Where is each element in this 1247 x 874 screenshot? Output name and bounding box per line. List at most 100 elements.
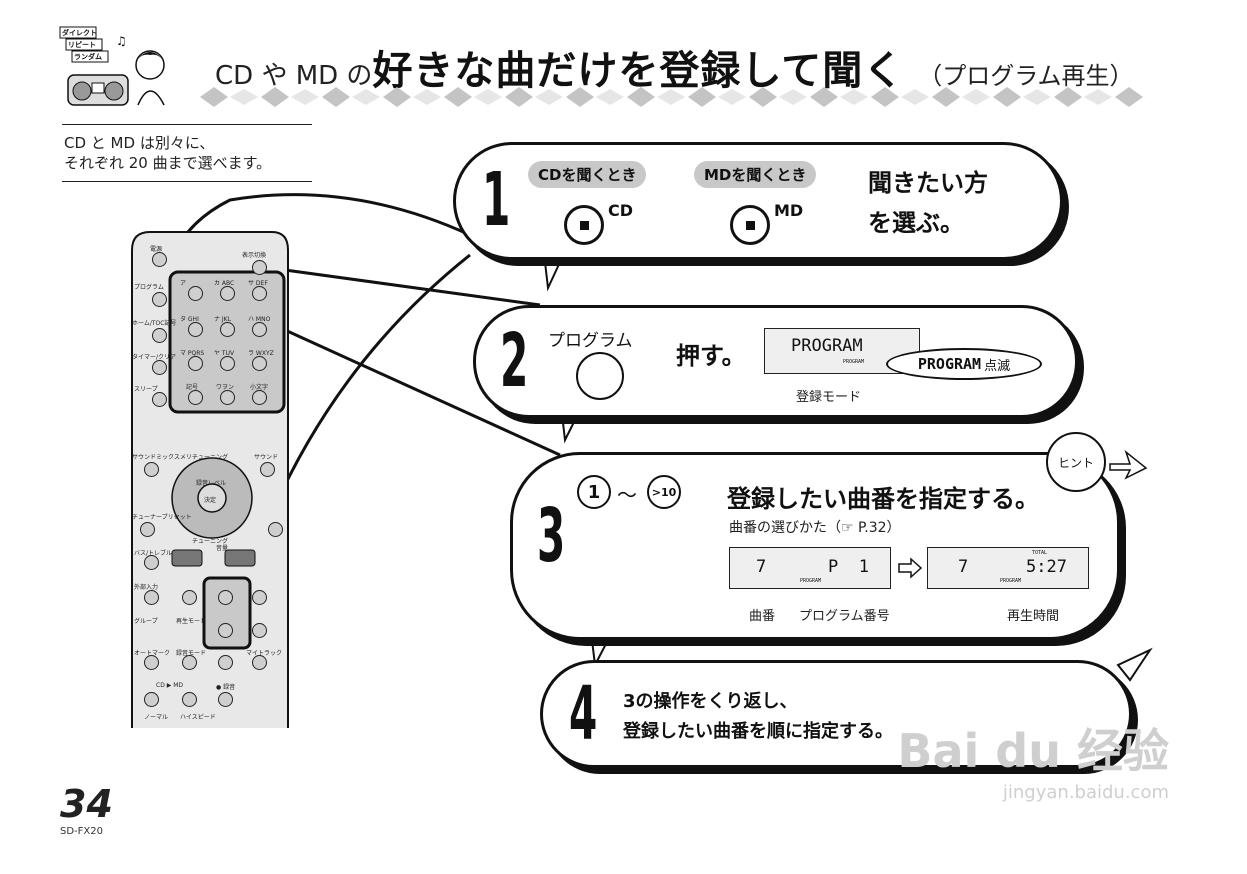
step-2-action: 押す。 (676, 342, 746, 370)
intro-rule-top (62, 124, 312, 125)
mascot-illustration: ♫ ダイレクト リピート ランダム (58, 25, 178, 110)
step-2-panel: 2 プログラム 押す。 PROGRAM PROGRAM PROGRAM 点滅 登… (473, 305, 1078, 418)
key-1-label: 1 (587, 481, 601, 503)
step-3-lcd-track: 7 P 1 PROGRAM (729, 547, 891, 589)
remote-label-ta: タ GHI (180, 316, 199, 323)
lcd2-track: 7 (958, 557, 969, 577)
step-3-sub: 曲番の選びかた（☞ P.32） (729, 520, 901, 536)
label-track: 曲番 (749, 609, 776, 624)
remote-label-tuner-preset: チューナープリセット (132, 514, 192, 521)
remote-label-lowercase: 小文字 (250, 384, 269, 391)
lcd1-track: 7 (756, 557, 767, 577)
remote-label-cd-md: CD ▶ MD (156, 682, 184, 689)
key-1-button[interactable]: 1 (577, 475, 611, 509)
remote-label-ra: ラ WXYZ (248, 350, 274, 357)
remote-label-display: 表示切換 (242, 252, 267, 259)
model-number: SD-FX20 (60, 826, 103, 837)
remote-label-timer: タイマー/クリア (132, 354, 177, 361)
remote-label-bass: バス/トレブル (134, 550, 173, 557)
key-10-label: >10 (651, 485, 677, 499)
remote-label-ya: ヤ TUV (214, 350, 235, 357)
title-prefix: CD や MD の (215, 61, 373, 91)
remote-label-ka: カ ABC (214, 280, 235, 287)
lcd2-mini: PROGRAM (1000, 578, 1022, 584)
key-10-button[interactable]: >10 (647, 475, 681, 509)
range-tilde: 〜 (617, 483, 637, 507)
remote-label-group: グループ (134, 618, 158, 625)
pill-md: MDを聞くとき (694, 161, 817, 188)
lcd1-mini: PROGRAM (800, 578, 822, 584)
program-button-label: プログラム (548, 331, 633, 351)
remote-label-highspeed: ハイスピード (180, 714, 216, 721)
hint-bulb-icon: ヒント (1046, 432, 1106, 492)
svg-text:♫: ♫ (116, 34, 127, 48)
lcd2-total: TOTAL (1032, 550, 1048, 556)
step-3-panel: 3 1 〜 >10 登録したい曲番を指定する。 曲番の選びかた（☞ P.32） … (510, 452, 1120, 640)
program-blink-callout: PROGRAM 点滅 (886, 348, 1042, 380)
mascot-tag-direct: ダイレクト (62, 29, 97, 37)
pill-cd: CDを聞くとき (528, 161, 647, 188)
page-title: CD や MD の 好きな曲だけを登録して聞く （プログラム再生） (215, 38, 1134, 98)
remote-label-wawon: ワヲン (216, 384, 235, 391)
remote-label-rec: ● 録音 (216, 684, 236, 691)
remote-label-home: ホーム/TOC記号 (132, 320, 177, 327)
mascot-tag-repeat: リピート (68, 41, 96, 49)
remote-label-rec-mode: 録音モード (176, 650, 207, 657)
program-button[interactable] (576, 352, 624, 400)
intro-line-1: CD と MD は別々に、 (64, 134, 215, 152)
remote-label-na: ナ JKL (214, 316, 231, 323)
mascot-tag-random: ランダム (74, 53, 102, 61)
remote-label-ma: マ PQRS (180, 350, 205, 357)
remote-label-tuning2: チューニング (192, 538, 229, 545)
step-1-panel: 1 CDを聞くとき MDを聞くとき CD MD 聞きたい方 を選ぶ。 (453, 142, 1063, 260)
step-4-number: 4 (569, 671, 598, 757)
remote-label-automark: オートマーク (134, 650, 171, 657)
remote-label-a: ア (180, 280, 187, 287)
md-stop-button[interactable] (730, 205, 770, 245)
remote-label-tuning: チューニング (192, 454, 229, 461)
remote-label-ha: ハ MNO (248, 316, 271, 323)
step-1-text-2: を選ぶ。 (868, 209, 964, 237)
remote-label-external: 外部入力 (134, 584, 159, 591)
remote-label-mytrack: マイトラック (246, 650, 283, 657)
remote-control-illustration: 電源 表示切換 プログラム ア カ ABC サ DEF ホーム/TOC記号 タ … (130, 230, 290, 730)
step-1-text-1: 聞きたい方 (868, 169, 988, 197)
intro-rule-bottom (62, 181, 312, 182)
md-button-label: MD (774, 201, 804, 220)
lcd2-time: 5:27 (1026, 557, 1067, 577)
step-1-number: 1 (482, 157, 511, 243)
remote-label-play-mode: 再生モード (176, 618, 207, 625)
watermark-brand: Bai du 经验 (897, 724, 1169, 778)
page-number: 34 (60, 782, 113, 826)
step-4-panel: 4 3の操作をくり返し、 登録したい曲番を順に指定する。 (540, 660, 1132, 768)
remote-label-power: 電源 (150, 246, 163, 253)
watermark-url: jingyan.baidu.com (1002, 782, 1169, 803)
remote-label-symbol: 記号 (186, 384, 199, 391)
cd-stop-button[interactable] (564, 205, 604, 245)
lcd-program-text: PROGRAM (791, 336, 863, 356)
remote-label-volume: 音量 (216, 545, 229, 552)
remote-label-enter: 決定 (204, 497, 217, 504)
title-main: 好きな曲だけを登録して聞く (372, 48, 905, 94)
step-3-text: 登録したい曲番を指定する。 (727, 485, 1039, 513)
callout-program: PROGRAM (917, 355, 982, 373)
callout-blink: 点滅 (984, 358, 1011, 374)
step-3-lcd-time: 7 5:27 TOTAL PROGRAM (927, 547, 1089, 589)
remote-label-sleep: スリープ (134, 386, 158, 393)
arrow-right-icon (898, 557, 923, 579)
lcd-program-mini: PROGRAM (843, 359, 865, 365)
label-play-time: 再生時間 (1007, 609, 1060, 624)
step-2-number: 2 (500, 318, 529, 404)
intro-text: CD と MD は別々に、 それぞれ 20 曲まで選べます。 (64, 133, 271, 173)
remote-label-normal: ノーマル (144, 714, 169, 721)
remote-label-program: プログラム (134, 284, 164, 291)
step-4-line-1: 3の操作をくり返し、 (623, 691, 798, 712)
remote-label-sa: サ DEF (248, 280, 268, 287)
step-2-caption: 登録モード (796, 390, 862, 405)
remote-label-sound-mix: サウンドミックスメリー (132, 454, 198, 461)
step-4-line-2: 登録したい曲番を順に指定する。 (623, 721, 893, 742)
lcd1-prog: P 1 (828, 557, 869, 577)
hint-arrow-icon (1109, 449, 1148, 480)
remote-label-sound: サウンド (254, 454, 279, 461)
hint-label: ヒント (1057, 455, 1094, 470)
